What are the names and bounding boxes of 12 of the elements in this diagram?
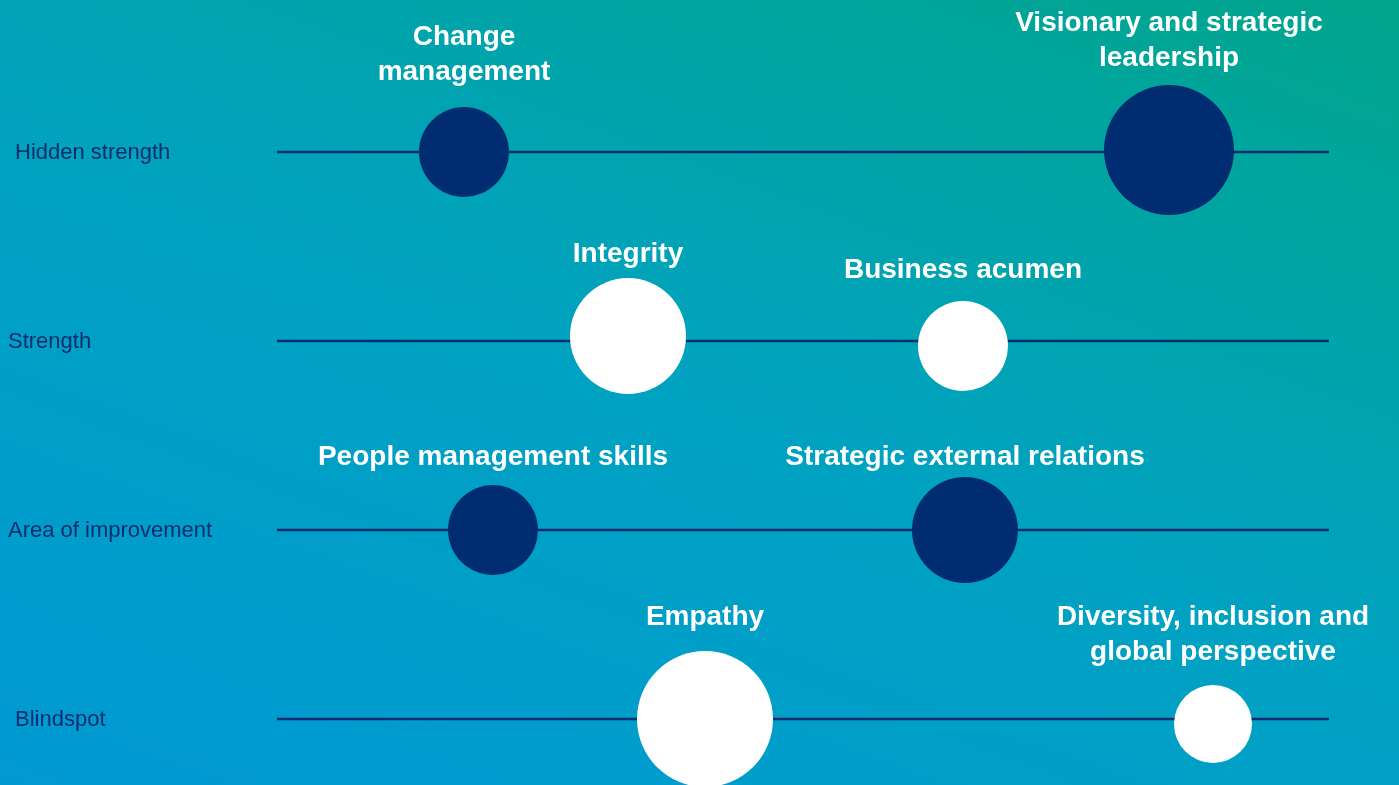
row-label: Hidden strength xyxy=(15,139,171,165)
row-label: Strength xyxy=(8,328,92,354)
bubble-label: Visionary and strategic leadership xyxy=(1014,5,1324,74)
row-label: Area of improvement xyxy=(8,517,213,543)
bubble-label: People management skills xyxy=(316,439,670,473)
bubble-label: Change management xyxy=(376,19,552,88)
row-label: Blindspot xyxy=(15,706,106,732)
bubble-label: Diversity, inclusion and global perspective xyxy=(1055,599,1371,668)
bubble-label: Empathy xyxy=(644,599,766,633)
bubble-label: Integrity xyxy=(571,236,685,270)
bubble-label: Strategic external relations xyxy=(784,439,1146,473)
bubble-label: Business acumen xyxy=(842,252,1084,286)
